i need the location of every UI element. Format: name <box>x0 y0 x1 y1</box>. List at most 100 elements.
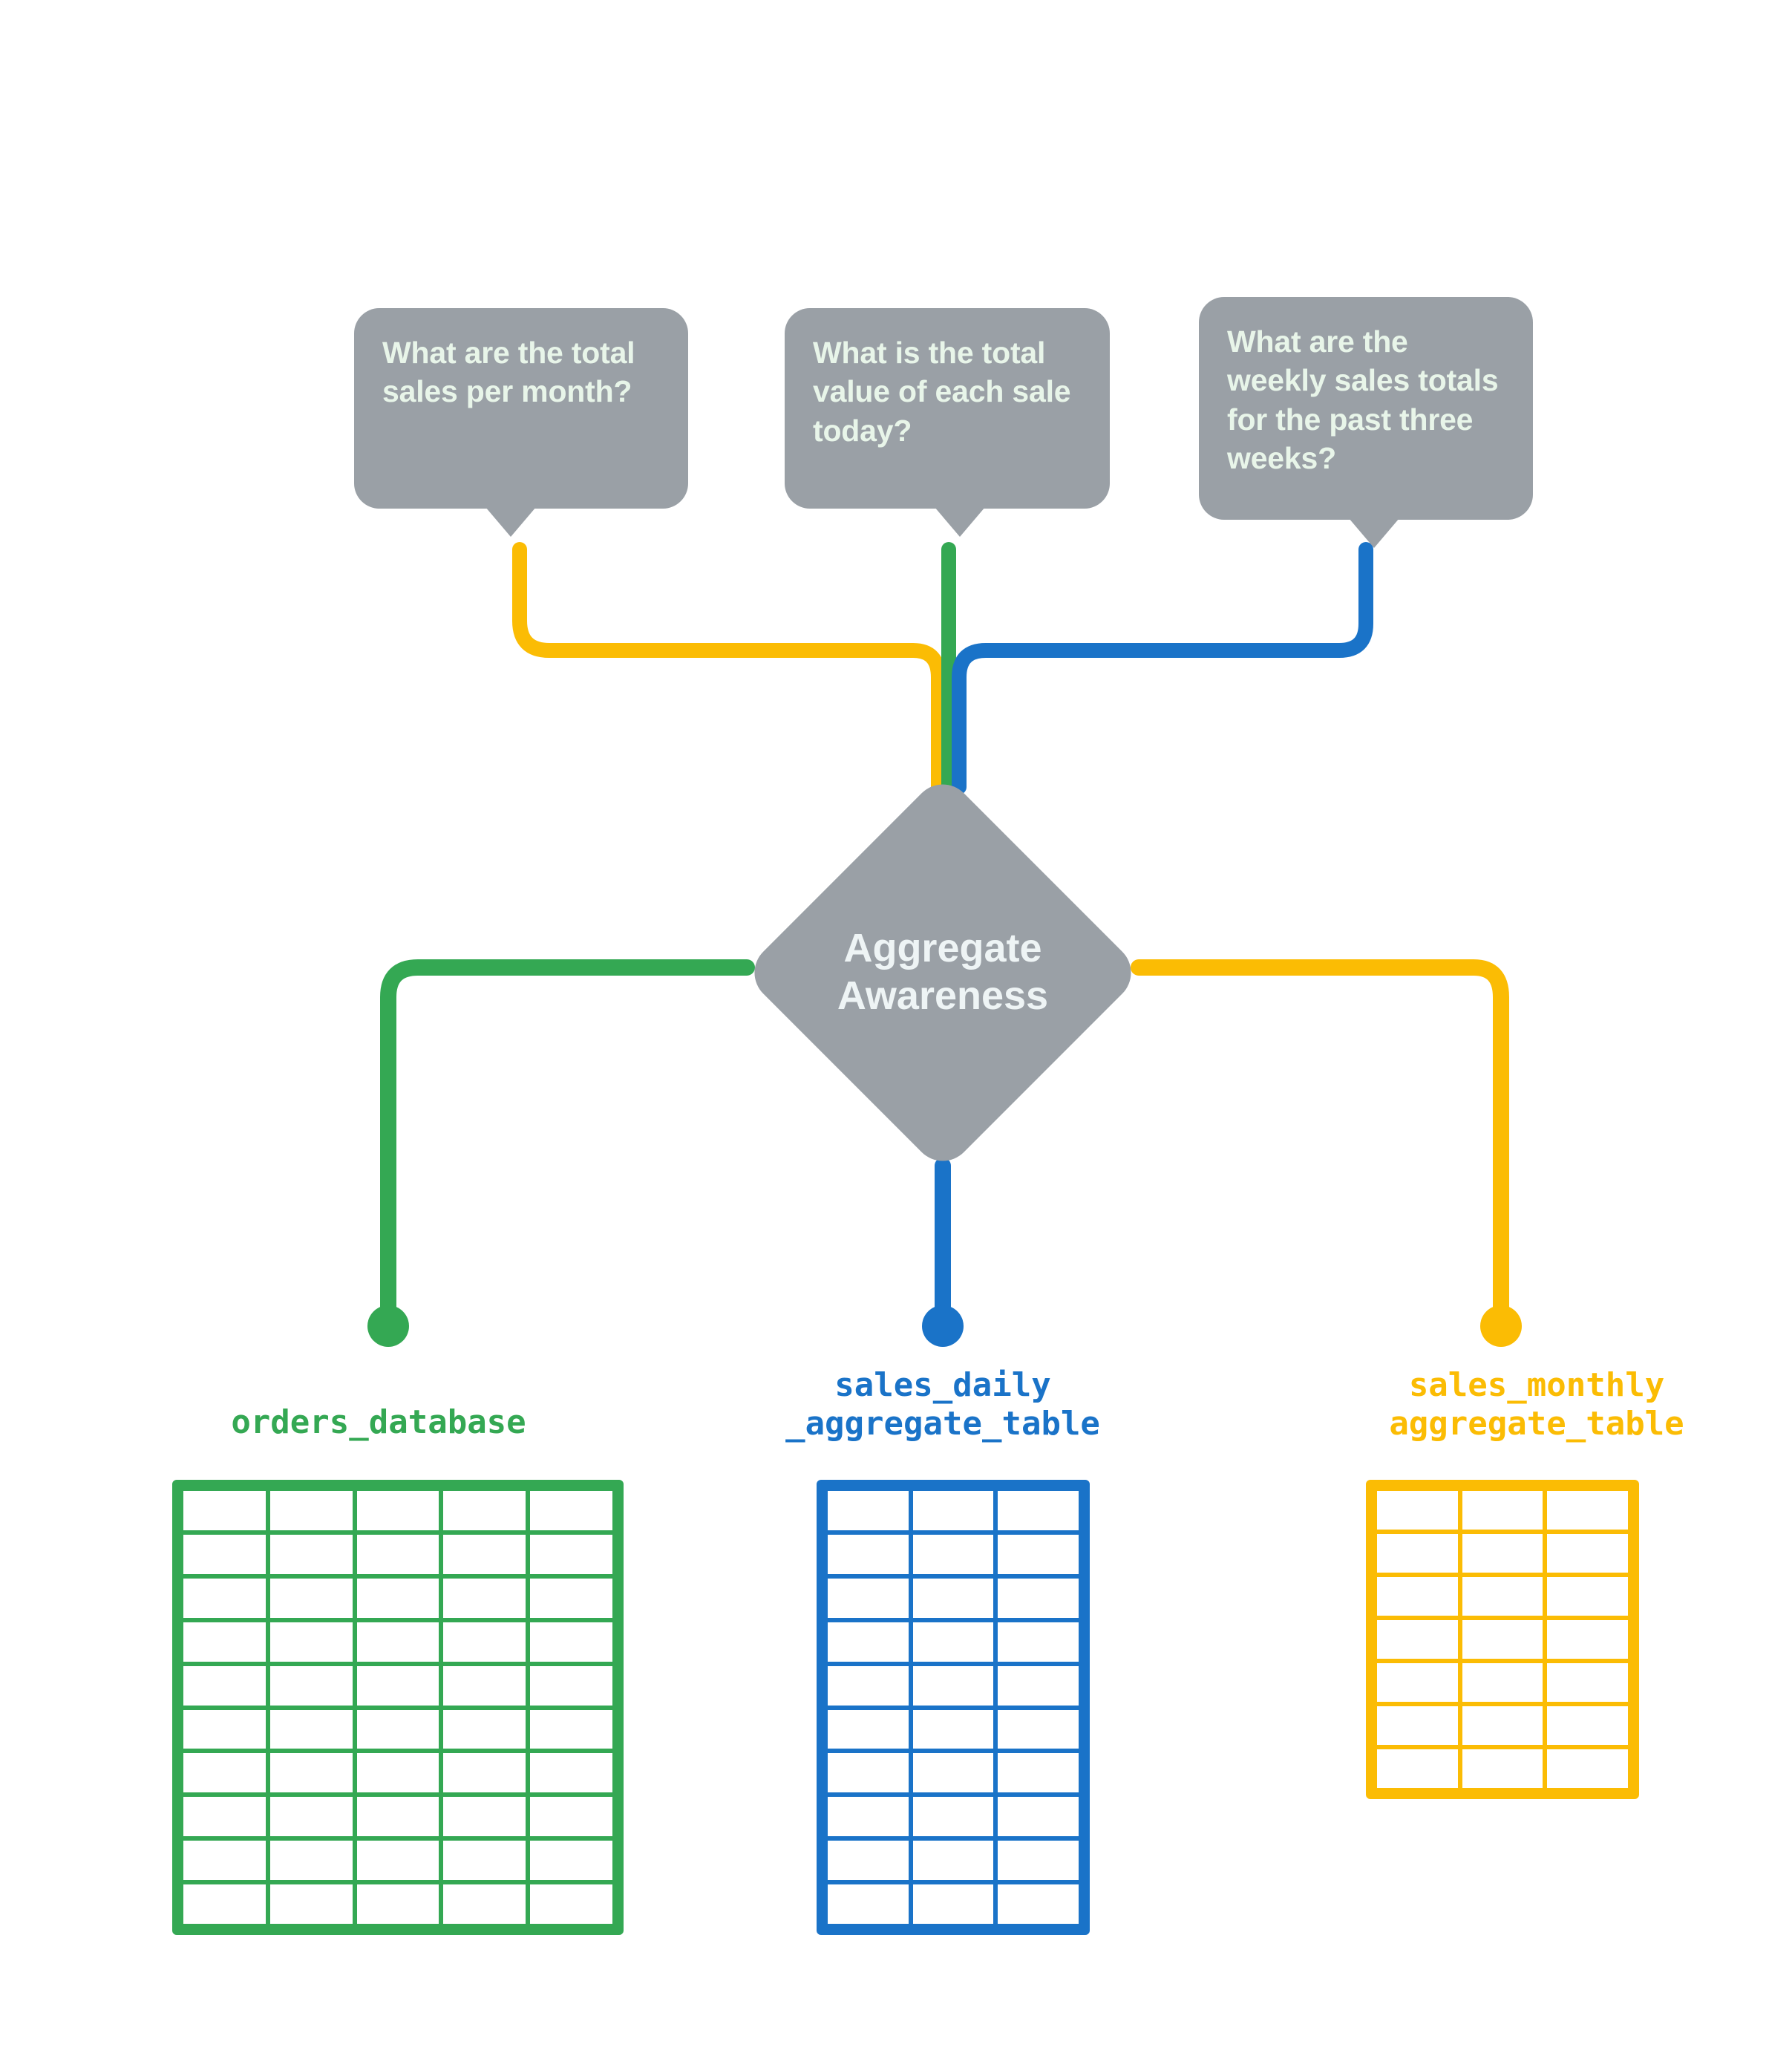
bubble-tail-icon <box>935 507 985 537</box>
table-cell <box>998 1884 1079 1924</box>
table-cell <box>1462 1620 1543 1659</box>
table-cell <box>530 1753 612 1793</box>
table-cell <box>998 1491 1079 1530</box>
table-cell <box>828 1665 909 1706</box>
table-cell <box>912 1534 994 1574</box>
table-cell <box>998 1709 1079 1749</box>
table-cell <box>183 1797 266 1837</box>
table-cell <box>1547 1620 1628 1659</box>
table-cell <box>356 1534 439 1574</box>
table-caption-orders-database: orders_database <box>231 1403 526 1441</box>
table-cell <box>183 1841 266 1881</box>
table-cell <box>356 1797 439 1837</box>
table-cell <box>183 1578 266 1618</box>
table-cell <box>1462 1534 1543 1573</box>
table-cell <box>912 1665 994 1706</box>
table-cell <box>998 1797 1079 1837</box>
table-cell <box>1377 1706 1458 1745</box>
table-cell <box>183 1884 266 1924</box>
wire-weekly-question <box>952 542 1373 794</box>
diamond-shape-icon <box>742 771 1144 1174</box>
table-cell <box>183 1753 266 1793</box>
table-cell <box>183 1709 266 1749</box>
table-cell <box>998 1753 1079 1793</box>
table-cell <box>912 1491 994 1530</box>
wire-orders-database <box>380 959 755 1315</box>
table-cell <box>998 1622 1079 1662</box>
table-cell <box>912 1753 994 1793</box>
table-cell <box>1547 1663 1628 1702</box>
table-cell <box>183 1622 266 1662</box>
table-cell <box>443 1622 526 1662</box>
wire-sales-monthly <box>1131 959 1509 1315</box>
question-bubble-monthly-text: What are the total sales per month? <box>382 336 635 409</box>
table-cell <box>530 1578 612 1618</box>
endpoint-dot-sales-daily <box>922 1305 964 1347</box>
table-cell <box>183 1534 266 1574</box>
table-cell <box>269 1665 353 1706</box>
table-cell <box>530 1622 612 1662</box>
table-cell <box>998 1534 1079 1574</box>
table-cell <box>356 1709 439 1749</box>
table-cell <box>1547 1491 1628 1530</box>
table-cell <box>356 1491 439 1530</box>
endpoint-dot-sales-monthly <box>1480 1305 1522 1347</box>
table-cell <box>443 1797 526 1837</box>
table-cell <box>1547 1577 1628 1616</box>
table-cell <box>912 1841 994 1881</box>
table-cell <box>998 1841 1079 1881</box>
table-cell <box>183 1491 266 1530</box>
table-grid-sales-daily-aggregate-table[interactable] <box>817 1480 1090 1935</box>
table-cell <box>443 1884 526 1924</box>
table-cell <box>530 1797 612 1837</box>
table-cell <box>356 1622 439 1662</box>
table-cell <box>912 1709 994 1749</box>
aggregate-awareness-node[interactable]: Aggregate Awareness <box>742 771 1144 1174</box>
question-bubble-weekly[interactable]: What are the weekly sales totals for the… <box>1199 297 1533 548</box>
table-cell <box>530 1491 612 1530</box>
question-bubble-daily[interactable]: What is the total value of each sale tod… <box>785 308 1110 537</box>
table-cell <box>1547 1534 1628 1573</box>
table-cell <box>530 1534 612 1574</box>
question-bubble-daily-text: What is the total value of each sale tod… <box>813 336 1071 448</box>
table-cell <box>912 1797 994 1837</box>
table-cell <box>998 1665 1079 1706</box>
table-cell <box>443 1491 526 1530</box>
table-cell <box>828 1622 909 1662</box>
table-cell <box>1462 1749 1543 1788</box>
question-bubble-monthly[interactable]: What are the total sales per month? <box>354 308 688 537</box>
table-cell <box>1462 1663 1543 1702</box>
bubble-tail-icon <box>1349 518 1399 548</box>
question-bubble-weekly-text: What are the weekly sales totals for the… <box>1227 324 1499 476</box>
table-cell <box>269 1841 353 1881</box>
table-cell <box>828 1491 909 1530</box>
endpoint-dot-orders-database <box>367 1305 409 1347</box>
table-cell <box>912 1884 994 1924</box>
table-cell <box>356 1578 439 1618</box>
wire-monthly-question <box>512 542 946 794</box>
table-cell <box>443 1753 526 1793</box>
table-cell <box>269 1534 353 1574</box>
table-cell <box>912 1622 994 1662</box>
table-cell <box>828 1797 909 1837</box>
table-cell <box>1377 1749 1458 1788</box>
table-grid-orders-database[interactable] <box>172 1480 624 1935</box>
table-cell <box>828 1709 909 1749</box>
table-cell <box>1377 1663 1458 1702</box>
table-cell <box>828 1534 909 1574</box>
table-cell <box>530 1665 612 1706</box>
table-cell <box>1547 1706 1628 1745</box>
table-cell <box>828 1841 909 1881</box>
table-cell <box>1547 1749 1628 1788</box>
table-cell <box>269 1578 353 1618</box>
table-cell <box>356 1665 439 1706</box>
table-grid-sales-monthly-aggregate-table[interactable] <box>1366 1480 1639 1799</box>
table-cell <box>828 1884 909 1924</box>
table-cell <box>356 1884 439 1924</box>
table-cell <box>269 1884 353 1924</box>
table-cell <box>183 1665 266 1706</box>
table-cell <box>269 1797 353 1837</box>
table-caption-sales-daily-aggregate-table: sales_daily _aggregate_table <box>785 1366 1100 1443</box>
